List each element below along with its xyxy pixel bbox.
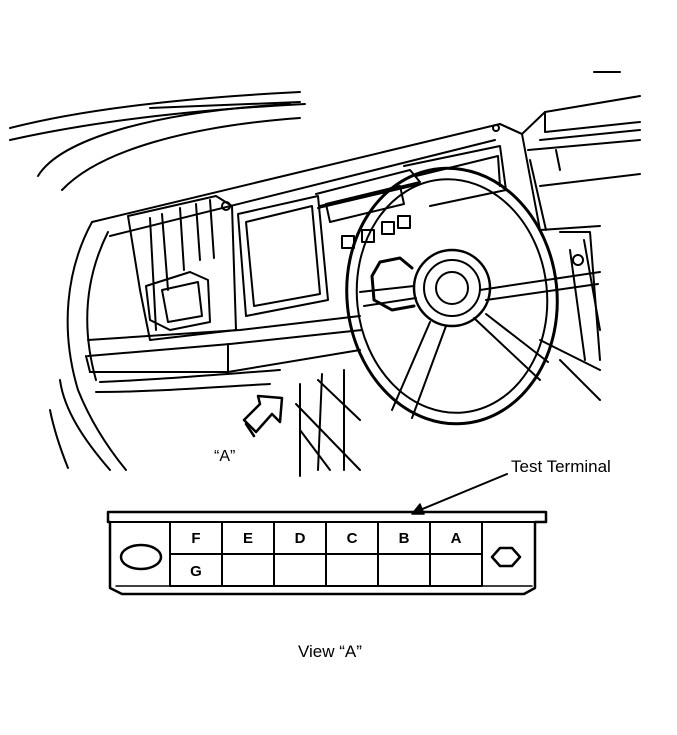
- view-caption: View “A”: [298, 642, 362, 661]
- terminal-grid: [169, 521, 483, 587]
- lower-dash: [85, 271, 601, 477]
- left-mounting-hole: [119, 543, 163, 571]
- test-terminal-label: Test Terminal: [511, 457, 611, 476]
- terminal-labels: F E D C B A G: [190, 530, 461, 580]
- windshield-lines: [9, 91, 306, 191]
- a-pillar: [49, 221, 127, 471]
- terminal-b: B: [399, 530, 410, 547]
- terminal-a: A: [451, 530, 462, 547]
- right-mounting-hole: [490, 546, 522, 568]
- diagnostic-connector: [106, 510, 548, 596]
- terminal-c: C: [347, 530, 358, 547]
- center-cluster: [237, 145, 507, 317]
- terminal-g: G: [190, 563, 202, 580]
- terminal-f: F: [191, 530, 200, 547]
- test-terminal-leader-line: [419, 473, 508, 511]
- terminal-e: E: [243, 530, 253, 547]
- view-pointer-arrow: [242, 394, 284, 438]
- steering-wheel: [345, 166, 559, 426]
- arrow-label: “A”: [214, 448, 236, 465]
- terminal-d: D: [295, 530, 306, 547]
